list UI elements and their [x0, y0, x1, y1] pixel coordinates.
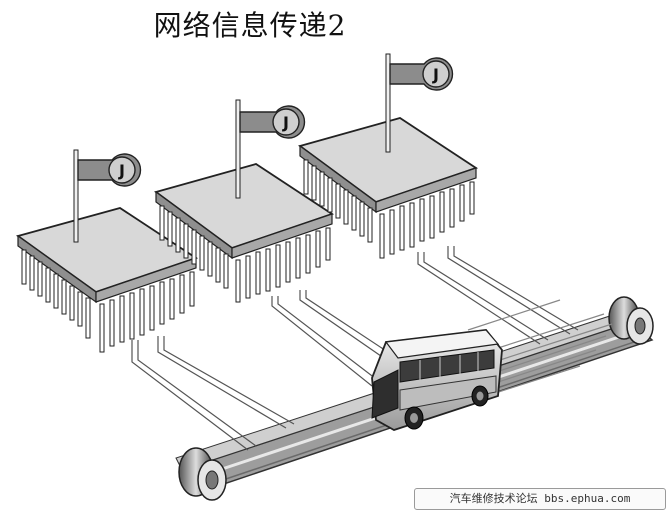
- diagram-title: 网络信息传递2: [153, 9, 347, 42]
- flag-middle-label: J: [282, 113, 289, 132]
- bus-icon: [371, 329, 503, 431]
- flag-right-label: J: [432, 65, 439, 84]
- chip-middle-pins-side: [235, 227, 331, 303]
- chip-middle-pins-front: [159, 205, 229, 289]
- motion-streaks: [467, 299, 613, 397]
- belt-roller-right: [608, 296, 654, 345]
- belt-roller-left: [178, 447, 227, 501]
- flag-middle: J: [235, 99, 306, 199]
- signal-wires: [131, 246, 579, 451]
- chip-right-pins-front: [303, 159, 373, 243]
- flag-left-label: J: [118, 161, 125, 180]
- chip-left-pins-front: [21, 249, 91, 339]
- chip-right-pins-side: [379, 181, 475, 259]
- chip-right: J: [297, 53, 479, 259]
- flag-left: J: [73, 149, 142, 243]
- flag-right: J: [385, 53, 454, 153]
- chip-left-pins-side: [99, 271, 195, 353]
- chip-middle: J: [153, 99, 335, 303]
- forum-watermark: 汽车维修技术论坛 bbs.ephua.com: [414, 488, 666, 510]
- chip-left: J: [15, 149, 199, 353]
